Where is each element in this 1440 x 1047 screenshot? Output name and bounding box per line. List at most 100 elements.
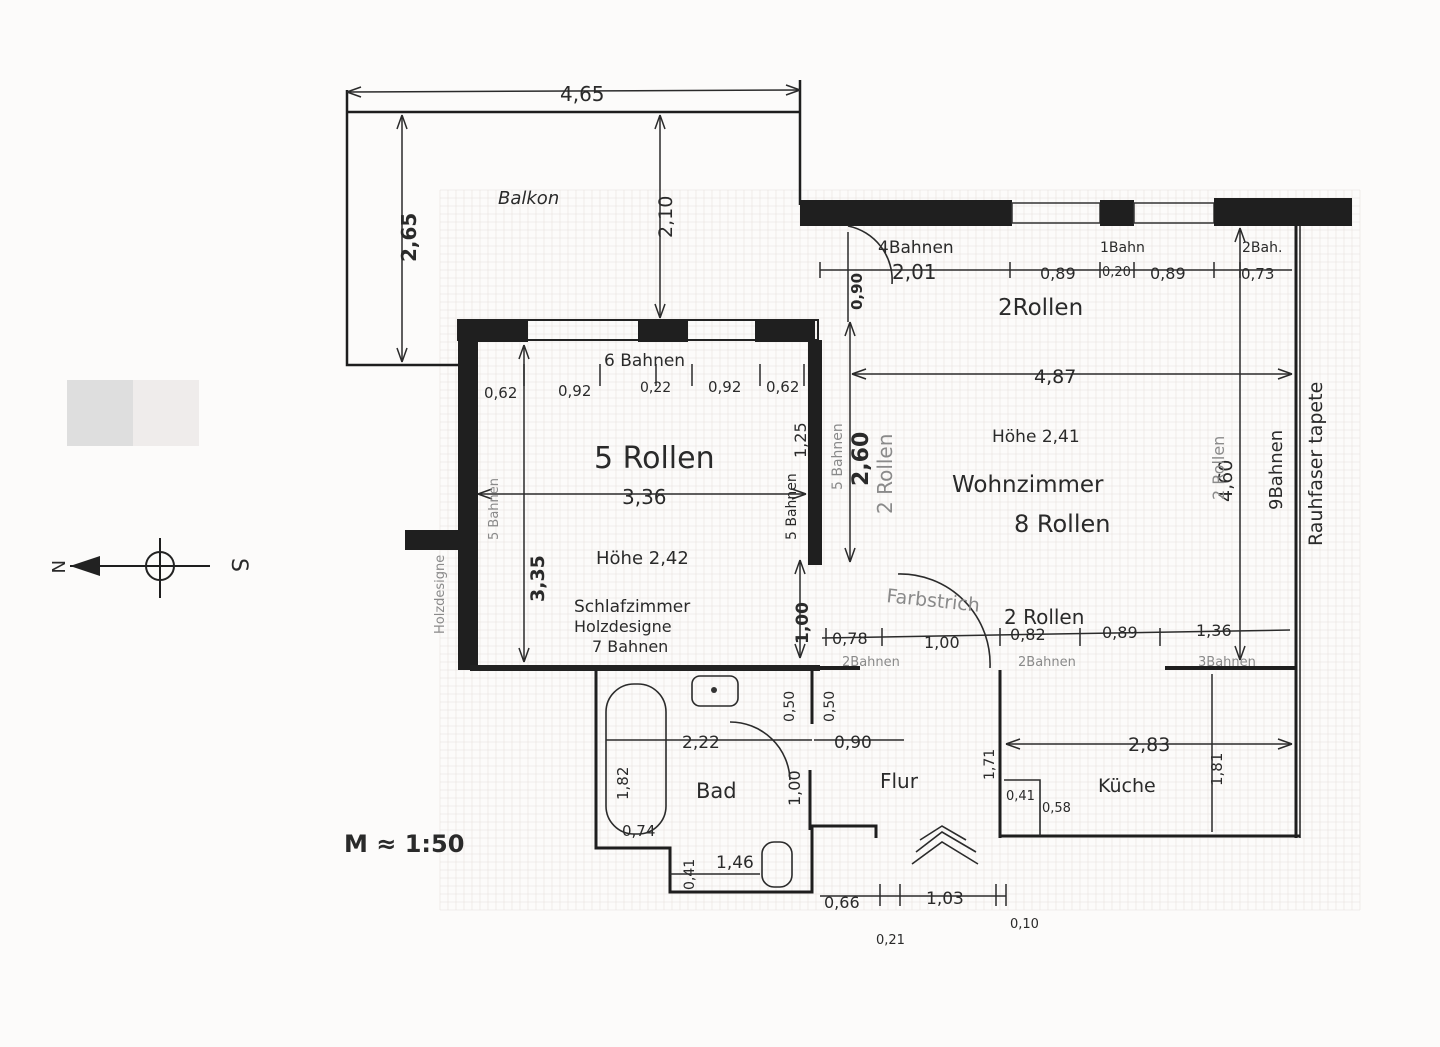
dim-label-082: 0,82 [1010,625,1046,644]
door-arc-flur [897,573,991,669]
dim-label-146: 1,46 [716,853,754,873]
dim-label-066: 0,66 [824,893,860,912]
label-hoehe-242: Höhe 2,42 [596,548,689,569]
label-8-rollen: 8 Rollen [1014,510,1111,538]
kitchen-counter [1004,779,1041,836]
label-4-bahnen: 4Bahnen [878,238,954,258]
dim-label-010: 0,10 [1010,917,1039,932]
label-2bahnen-b: 2Bahnen [1018,655,1076,670]
label-6-bahnen: 6 Bahnen [604,351,685,371]
dim-label-210: 2,10 [655,196,677,238]
dim-label-022: 0,22 [640,380,671,396]
dim-label-050b: 0,50 [822,691,838,722]
label-flur: Flur [880,769,919,793]
balcony-label: Balkon [498,188,559,209]
label-2rollen-flur: 2 Rollen [1004,605,1084,629]
scale-label: M ≈ 1:50 [344,830,464,858]
toilet [761,841,793,888]
dim-label-062a: 0,62 [484,384,517,402]
dim-label-201: 2,01 [892,260,937,284]
dim-label-283: 2,83 [1128,734,1170,756]
dim-label-092b: 0,92 [708,378,741,396]
dims-living: 2,01 0,89 0,20 0,89 0,73 4Bahnen 1Bahn 2… [819,227,1327,670]
dim-label-090b: 0,90 [834,733,872,753]
dim-label-100c: 1,00 [785,770,804,806]
label-3bahnen: 3Bahnen [1198,655,1256,670]
dims-lower: 0,50 0,50 2,22 0,90 1,82 1,00 Bad Flur 0… [606,674,1293,948]
dims-bedroom: 6 Bahnen 0,62 0,92 0,22 0,92 0,62 5 Roll… [433,344,813,663]
dim-label-182: 1,82 [614,767,632,800]
label-holzdesigne: Holzdesigne [574,617,672,636]
balcony: Balkon [345,80,802,367]
dim-label-260: 2,60 [849,432,874,486]
dim-label-103: 1,03 [926,889,964,909]
dim-label-125: 1,25 [791,422,810,458]
compass-north-label: N [47,560,68,573]
dim-balcony-inner: 2,10 [654,114,677,319]
dim-label-090: 0,90 [848,273,866,310]
label-2rollen-right: 2 Rollen [1209,436,1228,500]
label-holzdesigne-left: Holzdesigne [433,555,448,634]
dim-label-050a: 0,50 [782,691,798,722]
label-5-rollen: 5 Rollen [594,441,715,476]
dim-label-089a: 0,89 [1040,264,1076,283]
graph-paper-grid [439,189,1361,911]
dim-label-041b: 0,41 [1006,789,1035,804]
label-kueche: Küche [1098,775,1156,797]
dim-label-073: 0,73 [1241,265,1274,283]
label-2rollen-top: 2Rollen [998,295,1083,321]
dim-label-336: 3,36 [622,485,667,509]
dim-label-171: 1,71 [982,749,998,780]
walls-living-right [1294,226,1301,838]
dim-label-058: 0,58 [1042,801,1071,816]
dim-label-074: 0,74 [622,822,655,840]
dim-label-089b: 0,89 [1150,264,1186,283]
wall-top-living [800,198,1352,226]
dim-label-062b: 0,62 [766,378,799,396]
dim-label-020: 0,20 [1102,265,1131,280]
label-2rollen-mid: 2 Rollen [873,434,897,514]
dim-balcony-depth: 2,65 [396,114,421,363]
dim-label-136: 1,36 [1196,621,1232,640]
dim-label-487: 4,87 [1034,366,1076,388]
dim-label-265: 2,65 [397,213,421,262]
dim-label-100a: 1,00 [793,602,813,644]
entrance-arrow-icon [911,825,979,865]
label-1-bahn: 1Bahn [1100,240,1145,256]
redacted-block [67,380,133,446]
bathtub [605,683,667,835]
door-arc-balcony [847,225,893,285]
walls-living-lower [820,225,1300,838]
redacted-block [133,380,199,446]
dim-label-092a: 0,92 [558,382,591,400]
balcony-outline-left [345,90,458,367]
dim-label-089c: 0,89 [1102,623,1138,642]
label-5bahnen-left: 5 Bahnen [487,478,502,540]
dim-label-460: 4,60 [1215,460,1237,502]
dim-label-181: 1,81 [1208,753,1226,786]
walls-bedroom [405,319,822,671]
dim-balcony-width: 4,65 [346,82,801,106]
label-2bahnen-a: 2Bahnen [842,655,900,670]
label-9-bahnen: 9Bahnen [1266,430,1287,510]
label-2-bah: 2Bah. [1242,240,1282,256]
bathroom [594,670,878,894]
label-hoehe-241: Höhe 2,41 [992,427,1080,447]
label-wohnzimmer: Wohnzimmer [952,472,1104,498]
sink [691,675,739,707]
dim-label-021: 0,21 [876,933,905,948]
label-7-bahnen: 7 Bahnen [592,637,668,656]
label-5bahnen-mid: 5 Bahnen [784,473,800,540]
dim-label-100b: 1,00 [924,633,960,652]
dim-label-335: 3,35 [527,555,549,602]
label-raufaser: Rauhfaser tapete [1305,382,1327,546]
label-bad: Bad [696,779,737,803]
label-schlafzimmer: Schlafzimmer [574,597,690,617]
dim-label-465: 4,65 [560,82,605,106]
compass-south-label: S [226,558,251,572]
label-5bahnen-mid-faint: 5 Bahnen [830,423,846,490]
kitchen [1004,779,1041,836]
dim-label-222: 2,22 [682,733,720,753]
